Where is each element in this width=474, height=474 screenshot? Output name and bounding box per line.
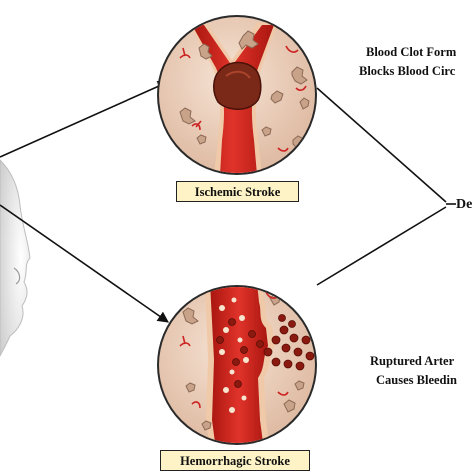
hemorrhagic-caption-line1: Ruptured Arter bbox=[370, 354, 455, 368]
connector-hemorrhagic bbox=[316, 206, 447, 286]
ischemic-caption-line1: Blood Clot Form bbox=[366, 45, 457, 59]
human-head-icon bbox=[0, 159, 31, 357]
arrow-to-ischemic bbox=[0, 80, 170, 158]
destination-text: De bbox=[456, 197, 473, 212]
blood-clot bbox=[213, 61, 262, 110]
ischemic-caption-line2: Blocks Blood Circ bbox=[359, 64, 456, 78]
ischemic-circle bbox=[157, 15, 317, 175]
ischemic-stroke-label: Ischemic Stroke bbox=[176, 181, 299, 202]
arrow-to-hemorrhagic bbox=[0, 204, 169, 323]
hemorrhagic-caption-line2: Causes Bleedin bbox=[376, 373, 457, 387]
connector-ischemic bbox=[316, 87, 447, 203]
hemorrhagic-stroke-label: Hemorrhagic Stroke bbox=[160, 450, 310, 471]
hemorrhagic-circle bbox=[157, 285, 317, 445]
